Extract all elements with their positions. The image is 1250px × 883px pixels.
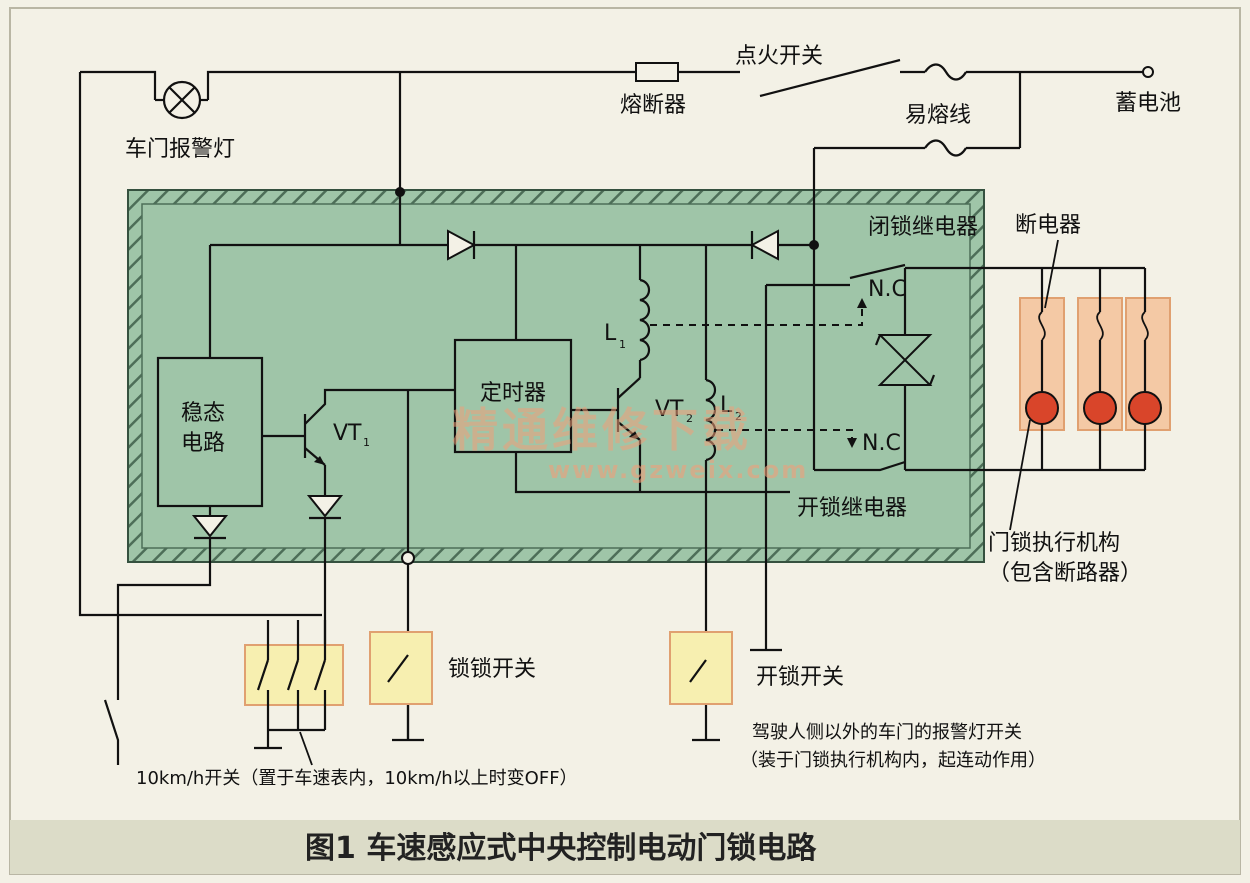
unlock-relay-label: 开锁继电器 bbox=[797, 496, 907, 521]
battery-terminal bbox=[1142, 66, 1154, 78]
door-switch-label-2: （装于门锁执行机构内，起连动作用） bbox=[740, 750, 1046, 771]
vt2-transistor-icon bbox=[571, 377, 641, 441]
door-switch-label-1: 驾驶人侧以外的车门的报警灯开关 bbox=[752, 722, 1022, 743]
vt1-transistor-icon bbox=[262, 388, 455, 466]
vt2-label: VT bbox=[655, 397, 684, 422]
stabilizer-label-2: 电路 bbox=[181, 431, 225, 456]
actuator-label-2: （包含断路器） bbox=[988, 561, 1142, 586]
nc-bottom-label: N.C bbox=[862, 431, 901, 456]
speed-switch-label: 10km/h开关（置于车速表内，10km/h以上时变OFF） bbox=[136, 768, 578, 789]
fusible-link-1 bbox=[924, 63, 967, 81]
ignition-switch bbox=[759, 58, 901, 98]
fuse bbox=[635, 62, 679, 82]
watermark-url: www.gzweix.com bbox=[548, 456, 808, 484]
l1-label: L bbox=[604, 321, 617, 346]
fuse-label: 熔断器 bbox=[620, 93, 686, 118]
watermark-text: 精通维修下载 bbox=[452, 403, 752, 457]
speed-switch-contact-left bbox=[103, 699, 120, 765]
lock-switch-label: 锁锁开关 bbox=[448, 657, 536, 682]
unlock-relay-contact bbox=[814, 460, 906, 472]
timer-block bbox=[453, 338, 573, 454]
ignition-switch-label: 点火开关 bbox=[735, 44, 823, 69]
lock-relay-label: 闭锁继电器 bbox=[868, 215, 978, 240]
lock-relay-contact bbox=[849, 263, 906, 280]
svg-text:2: 2 bbox=[686, 412, 693, 425]
svg-text:1: 1 bbox=[619, 338, 626, 351]
fusible-link-2 bbox=[924, 139, 967, 157]
actuator-label-1: 门锁执行机构 bbox=[988, 531, 1120, 556]
svg-text:2: 2 bbox=[735, 410, 742, 423]
stabilizer-label-1: 稳态 bbox=[181, 401, 225, 426]
lock-switch-box bbox=[369, 631, 433, 705]
unlock-switch-label: 开锁开关 bbox=[756, 665, 844, 690]
door-warning-lamp-label: 车门报警灯 bbox=[125, 137, 235, 162]
svg-text:1: 1 bbox=[363, 436, 370, 449]
nc-top-label: N.C bbox=[868, 277, 907, 302]
door-warning-lamp-icon bbox=[155, 80, 208, 120]
actuator-1 bbox=[1019, 268, 1065, 470]
coil-l1-icon bbox=[639, 278, 651, 362]
l2-label: L bbox=[720, 393, 733, 418]
battery-label: 蓄电池 bbox=[1115, 91, 1181, 116]
fusible-link-label: 易熔线 bbox=[905, 103, 971, 128]
figure-caption: 图1 车速感应式中央控制电动门锁电路 bbox=[305, 831, 817, 866]
actuator-3 bbox=[1125, 268, 1171, 470]
vt1-label: VT bbox=[333, 421, 362, 446]
caption-bar bbox=[10, 820, 1240, 874]
timer-label: 定时器 bbox=[480, 381, 546, 406]
coil-l2-icon bbox=[705, 378, 717, 462]
top-supply-wire bbox=[78, 72, 322, 617]
actuator-2 bbox=[1077, 268, 1123, 470]
breaker-label: 断电器 bbox=[1015, 213, 1081, 238]
